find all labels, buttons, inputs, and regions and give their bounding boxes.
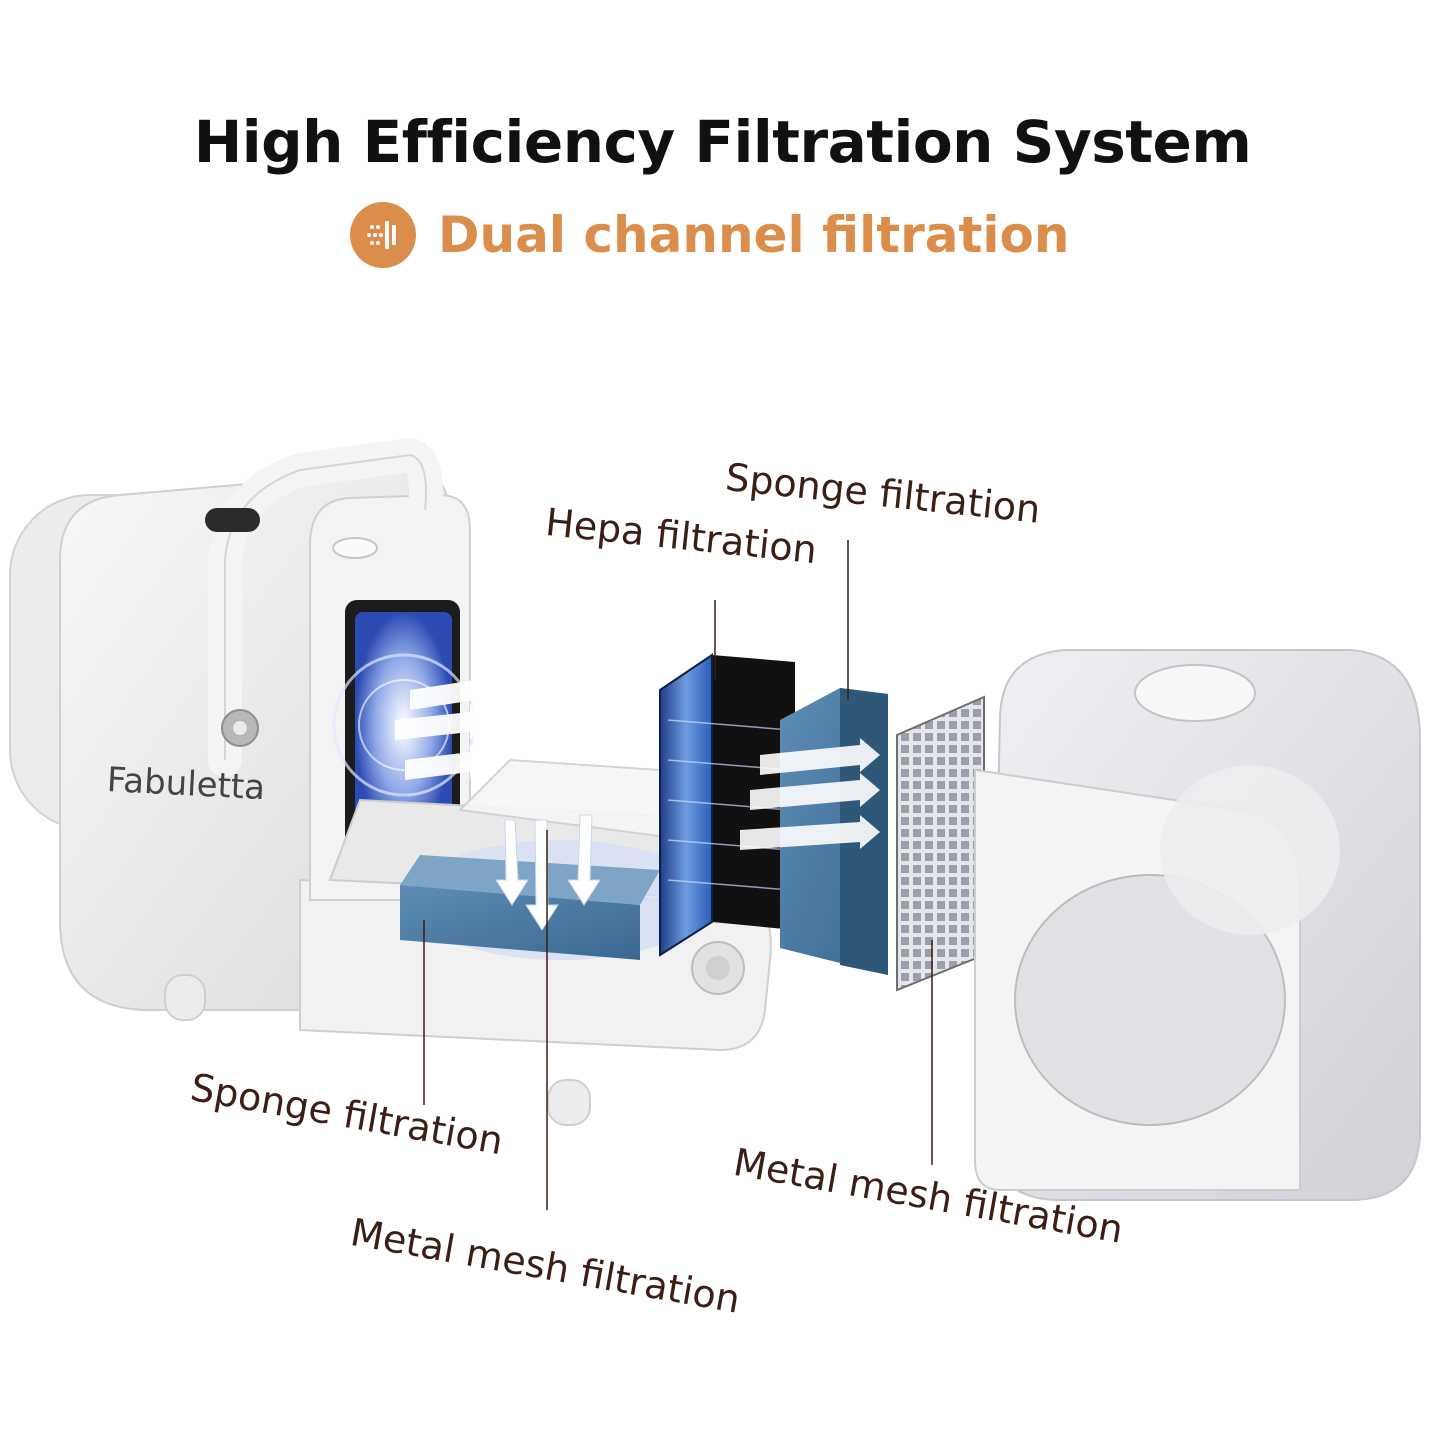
leader-lines: [423, 540, 933, 1210]
filter-layers-icon: [350, 202, 416, 268]
subtitle-row: Dual channel filtration: [350, 200, 1070, 270]
water-tank: [974, 649, 1421, 1201]
metal-mesh-panel: [896, 695, 985, 992]
brand-logo-text: Fabuletta: [105, 760, 267, 809]
sponge-filter-upper: [740, 688, 888, 975]
subtitle: Dual channel filtration: [438, 206, 1070, 264]
main-unit: [9, 437, 772, 1126]
page-title: High Efficiency Filtration System: [193, 108, 1252, 176]
